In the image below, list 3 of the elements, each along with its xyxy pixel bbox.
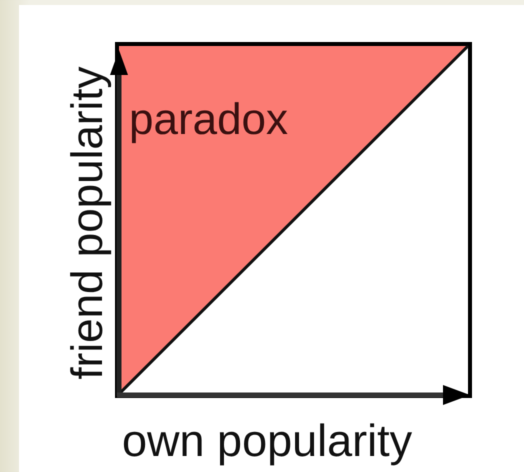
region-label: paradox <box>129 98 288 142</box>
axis-label: own popularity <box>122 418 412 463</box>
axis-label: friend popularity <box>65 65 111 382</box>
